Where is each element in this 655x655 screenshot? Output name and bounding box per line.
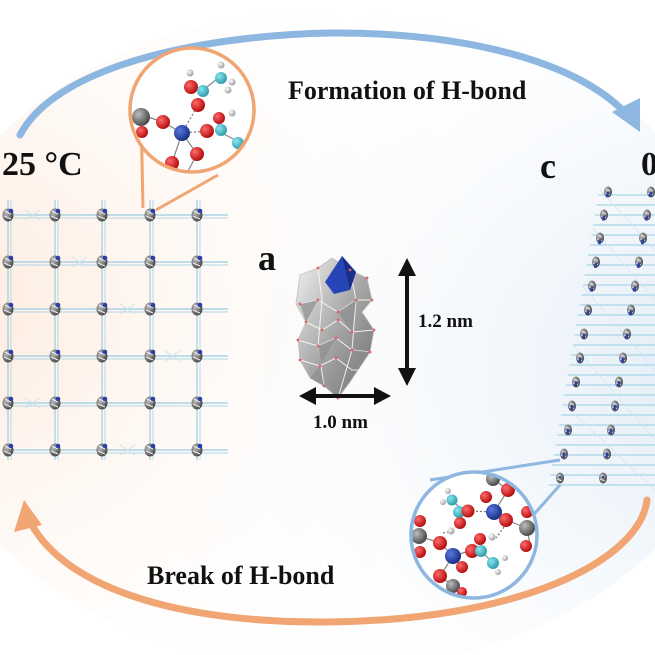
height-dimension-arrow <box>398 258 416 386</box>
panel-label-c: c <box>540 146 556 186</box>
square-grid-network <box>2 200 228 460</box>
width-dimension-arrow <box>299 387 391 405</box>
width-dimension-label: 1.0 nm <box>313 412 368 433</box>
break-arrow <box>14 496 651 626</box>
height-dimension-label: 1.2 nm <box>418 311 473 332</box>
formation-hbond-label: Formation of H-bond <box>288 76 527 105</box>
polyoxometalate-cluster <box>295 256 376 400</box>
chain-column-1 <box>555 186 613 484</box>
hbond-zoom-callout-left <box>128 46 256 212</box>
hbond-zoom-callout-right <box>409 458 562 600</box>
left-temperature-label: 25 °C <box>2 146 83 183</box>
panel-label-a: a <box>258 238 276 278</box>
chain-column-2 <box>598 186 655 484</box>
layered-chain-network <box>548 186 655 490</box>
right-temperature-label: 0 <box>641 146 655 183</box>
formation-arrow <box>16 29 640 139</box>
break-hbond-label: Break of H-bond <box>147 561 335 590</box>
